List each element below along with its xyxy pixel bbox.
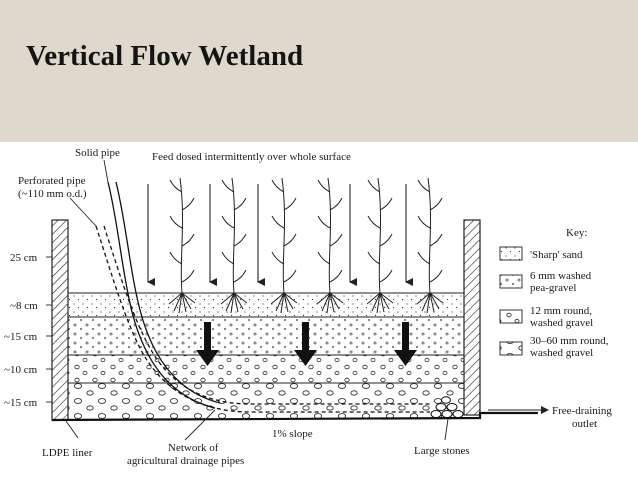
depth-label-3: ~15 cm	[4, 331, 38, 343]
network-label: Network of	[168, 442, 219, 454]
slope-label: 1% slope	[272, 428, 313, 440]
reed-plant	[168, 177, 196, 314]
depth-label-1: 25 cm	[10, 252, 38, 264]
key-label-coarse-2: washed gravel	[530, 347, 593, 359]
flow-arrows	[196, 322, 417, 366]
outlet-label: Free-draining	[552, 405, 612, 417]
ldpe-liner	[51, 411, 538, 422]
key-legend: Key: 'Sharp' sand 6 mm washed pea-gravel…	[499, 227, 609, 359]
title-band	[0, 0, 638, 142]
left-wall	[51, 219, 69, 421]
reed-plant	[220, 177, 248, 314]
perforated-pipe-label: Perforated pipe	[18, 175, 86, 187]
key-swatch-coarse	[499, 341, 523, 356]
reed-plant	[366, 177, 394, 314]
sand-layer	[68, 293, 464, 317]
depth-label-5: ~15 cm	[4, 397, 38, 409]
large-stones-label: Large stones	[414, 445, 470, 457]
reed-plant	[316, 177, 344, 314]
right-wall	[463, 219, 481, 416]
feed-label: Feed dosed intermittently over whole sur…	[152, 151, 351, 163]
large-stones	[430, 396, 464, 418]
reed-plants	[168, 177, 444, 314]
solid-pipe-label: Solid pipe	[75, 147, 120, 159]
perforated-pipe	[95, 225, 430, 413]
pea-gravel-layer	[68, 317, 464, 355]
slide-title: Vertical Flow Wetland	[26, 40, 304, 72]
coarse-gravel-layer	[68, 383, 464, 419]
depth-label-2: ~8 cm	[10, 300, 38, 312]
key-label-sand: 'Sharp' sand	[530, 249, 583, 261]
key-label-coarse-1: 30–60 mm round,	[530, 335, 609, 347]
depth-label-4: ~10 cm	[4, 364, 38, 376]
network-label-2: agricultural drainage pipes	[127, 455, 244, 467]
key-label-round-2: washed gravel	[530, 317, 593, 329]
feed-arrows	[147, 184, 413, 286]
reed-plant	[270, 177, 298, 314]
key-swatch-sand	[499, 246, 523, 261]
key-label-round-1: 12 mm round,	[530, 305, 592, 317]
perforated-pipe-size-label: (~110 mm o.d.)	[18, 188, 87, 200]
reed-plant	[416, 177, 444, 314]
key-swatch-round	[499, 309, 523, 324]
round-gravel-layer	[68, 355, 464, 383]
depth-ticks	[46, 256, 52, 403]
outlet-label-2: outlet	[572, 418, 597, 430]
wetland-diagram: 25 cm ~8 cm ~15 cm ~10 cm ~15 cm Solid p…	[4, 147, 612, 467]
key-label-pea-2: pea-gravel	[530, 282, 576, 294]
liner-label: LDPE liner	[42, 447, 93, 459]
key-swatch-pea	[499, 274, 523, 289]
key-title: Key:	[566, 227, 587, 239]
leader-lines	[65, 159, 449, 441]
key-label-pea-1: 6 mm washed	[530, 270, 592, 282]
